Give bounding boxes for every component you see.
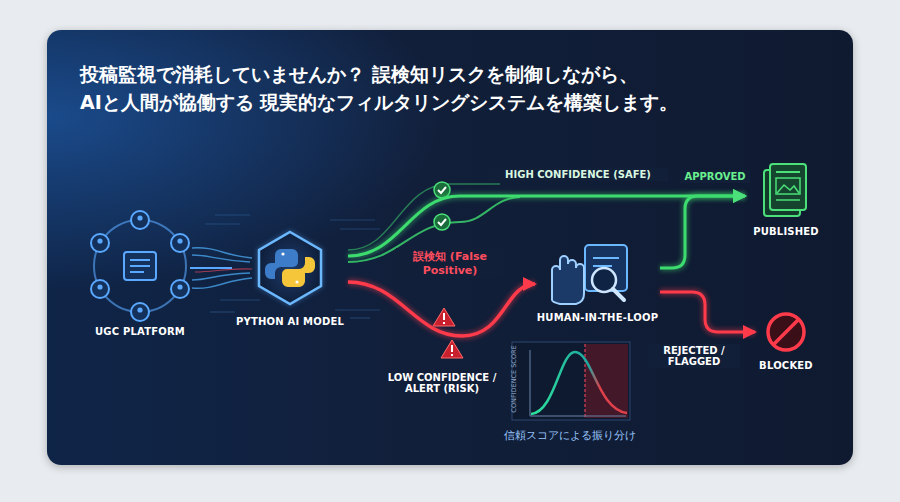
model-node: PYTHON AI MODEL — [232, 228, 348, 331]
title: 投稿監視で消耗していませんか？ 誤検知リスクを制御しながら、AIと人間が協働する… — [80, 60, 700, 116]
axis-label: CONFIDENCE SCORE — [510, 324, 518, 434]
edge-label: 誤検知 (False Positive) — [396, 248, 504, 278]
risk-label: LOW CONFIDENCE / ALERT (RISK) — [372, 372, 512, 394]
published-node: PUBLISHED — [745, 160, 827, 241]
node-label: PYTHON AI MODEL — [232, 316, 348, 327]
edge-label: APPROVED — [680, 170, 750, 183]
node-label: HUMAN-IN-THE-LOOP — [535, 312, 660, 323]
blocked-node: BLOCKED — [755, 308, 817, 375]
node-label: PUBLISHED — [745, 226, 827, 237]
risk-arrow — [348, 282, 535, 336]
data-stream — [190, 268, 232, 269]
rejected-arrow — [660, 292, 755, 332]
chart-caption: 信頼スコアによる振り分け — [495, 428, 645, 443]
node-label: BLOCKED — [755, 360, 817, 371]
edge-label: REJECTED / FLAGGED — [648, 344, 740, 368]
platform-node: UGC PLATFORM — [90, 212, 190, 341]
edge-label: HIGH CONFIDENCE (SAFE) — [488, 168, 668, 181]
review-node: HUMAN-IN-THE-LOOP — [535, 238, 660, 327]
node-label: UGC PLATFORM — [90, 326, 190, 337]
approved-arrow — [660, 196, 745, 268]
